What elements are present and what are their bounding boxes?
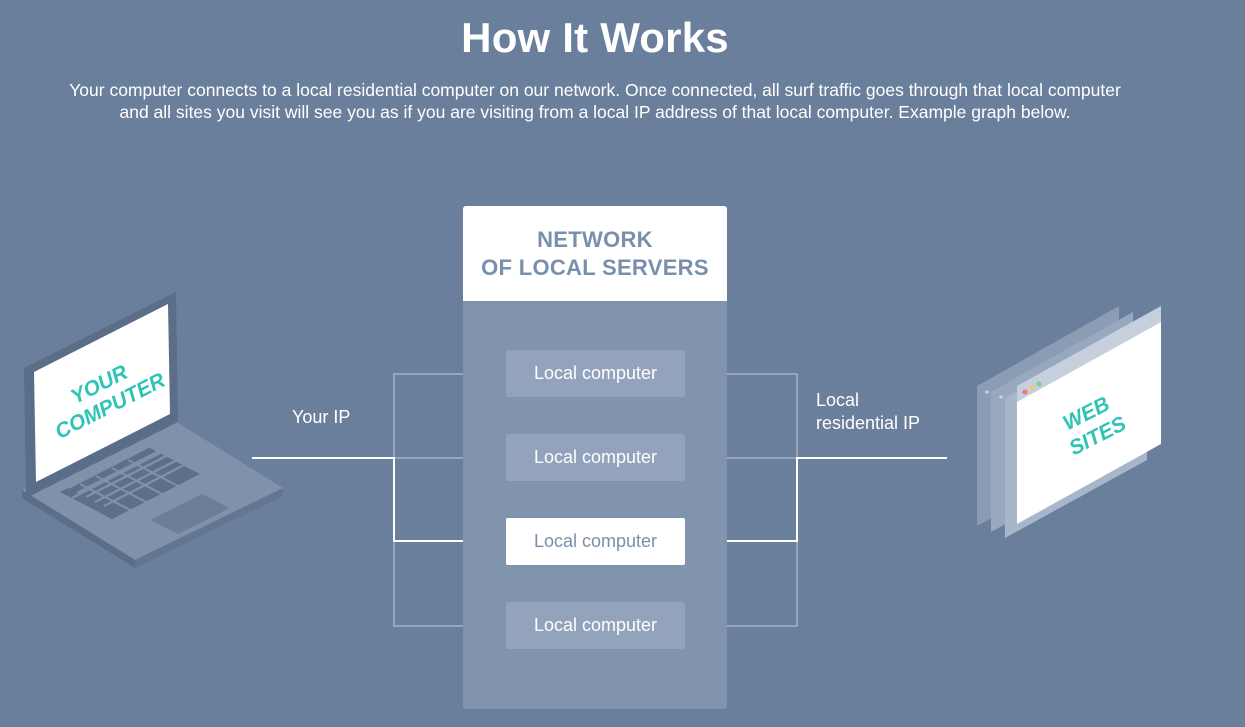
browser-windows-icon (977, 306, 1161, 538)
your-ip-label: Your IP (292, 407, 351, 427)
local-computer-label: Local computer (533, 531, 658, 551)
local-computer-node-active: Local computer (506, 518, 685, 565)
local-computer-label: Local computer (533, 447, 658, 467)
network-title: NETWORK OF LOCAL SERVERS (481, 226, 709, 280)
local-computer-node: Local computer (506, 602, 685, 649)
local-computer-label: Local computer (533, 363, 658, 383)
page-title: How It Works (461, 14, 729, 61)
residential-ip-label: Local residential IP (816, 389, 920, 435)
page-description: Your computer connects to a local reside… (69, 80, 1121, 122)
local-computer-label: Local computer (533, 615, 658, 635)
laptop-icon (22, 292, 283, 568)
network-header: NETWORK OF LOCAL SERVERS (463, 206, 727, 301)
active-route (252, 457, 947, 542)
local-computer-node: Local computer (506, 350, 685, 397)
residential-ip-label-line1: Local (816, 390, 860, 410)
local-computer-node: Local computer (506, 434, 685, 481)
residential-ip-label-line2: residential IP (816, 413, 921, 433)
